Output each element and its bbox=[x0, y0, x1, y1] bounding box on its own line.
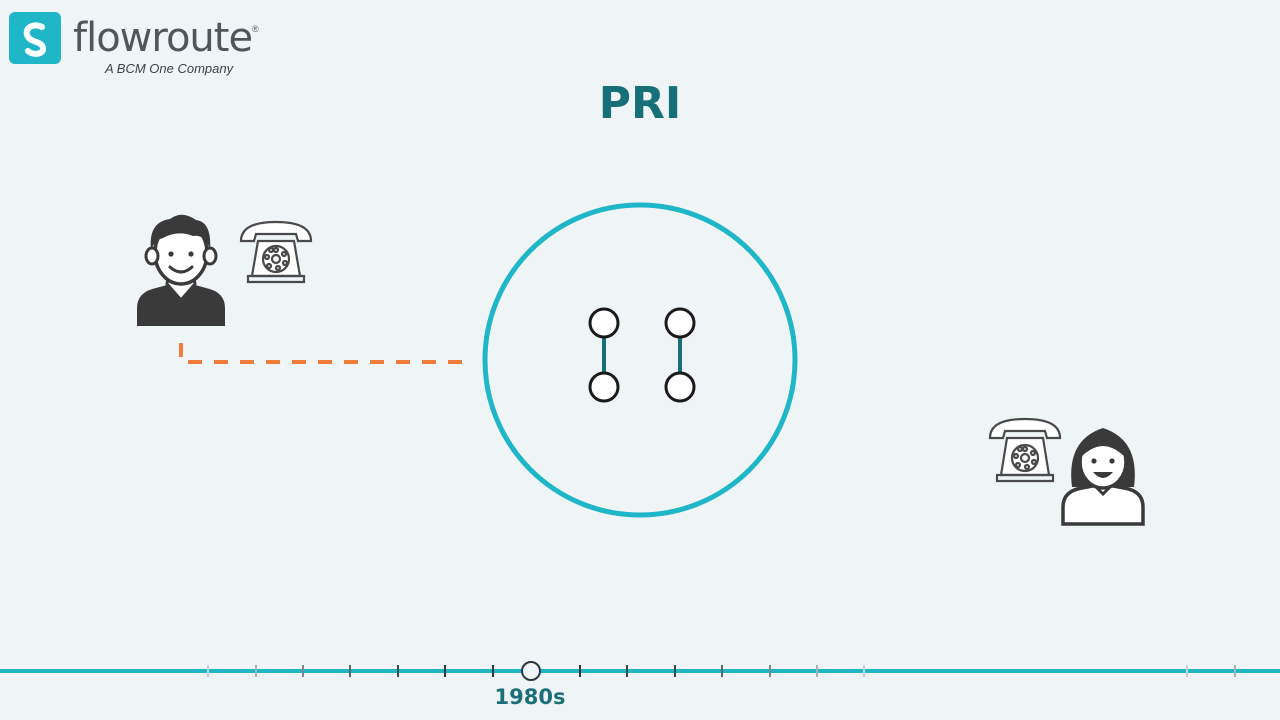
switch-circle bbox=[482, 202, 798, 518]
page-title: PRI bbox=[598, 78, 682, 129]
timeline bbox=[0, 661, 1280, 681]
flowroute-logo: flowroute ® A BCM One Company bbox=[9, 12, 269, 82]
connection-line bbox=[179, 343, 470, 364]
timeline-marker-label: 1980s bbox=[494, 685, 566, 709]
woman-avatar-icon bbox=[1061, 428, 1145, 526]
brand-tagline: A BCM One Company bbox=[105, 61, 234, 76]
timeline-marker bbox=[521, 661, 541, 681]
rotary-phone-icon bbox=[239, 220, 313, 284]
receiver-phone-icon bbox=[988, 417, 1062, 483]
man-avatar-icon bbox=[137, 214, 225, 326]
registered-mark: ® bbox=[252, 24, 259, 34]
flowroute-logo-mark-icon bbox=[9, 12, 61, 64]
brand-name: flowroute bbox=[73, 15, 253, 61]
circuit-switch-icon bbox=[588, 307, 696, 403]
